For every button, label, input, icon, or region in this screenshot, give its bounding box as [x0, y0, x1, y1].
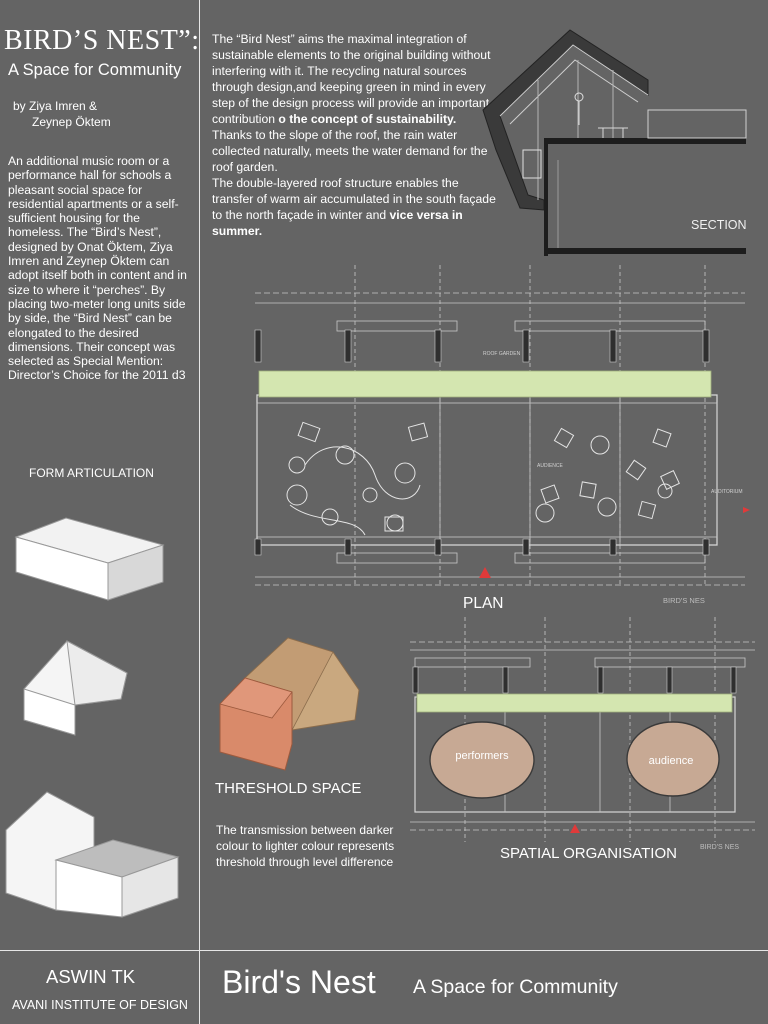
- plan-drawing: ROOF GARDEN AUDIENCE AUDITORIUM BIRD'S N…: [254, 265, 750, 605]
- intro-text: An additional music room or a performanc…: [8, 154, 187, 383]
- form-articulation-diagrams: [5, 517, 180, 918]
- footer-author-name: ASWIN TK: [46, 966, 136, 987]
- description-p3: The double-layered roof structure enable…: [212, 176, 496, 222]
- spatial-garden-strip: [416, 693, 733, 713]
- description-p1: The “Bird Nest” aims the maximal integra…: [212, 32, 491, 126]
- performers-zone: [429, 721, 535, 799]
- roof-garden-strip: [258, 370, 712, 398]
- authors-line-2: Zeynep Öktem: [32, 115, 111, 129]
- poster-subtitle: A Space for Community: [8, 61, 182, 79]
- svg-text:AUDIENCE: AUDIENCE: [537, 463, 564, 469]
- description-p3-bold: vice versa in summer.: [212, 208, 463, 238]
- project-description: The “Bird Nest” aims the maximal integra…: [212, 31, 497, 239]
- svg-text:ROOF GARDEN: ROOF GARDEN: [483, 351, 521, 357]
- section-label: SECTION: [691, 218, 747, 232]
- footer-subtitle: A Space for Community: [413, 976, 618, 998]
- form-articulation-label: FORM ARTICULATION: [29, 466, 154, 480]
- authors: by Ziya Imren & Zeynep Öktem: [13, 98, 111, 130]
- massing-combined: [5, 791, 180, 918]
- footer-divider: [0, 950, 768, 951]
- threshold-label: THRESHOLD SPACE: [215, 780, 362, 797]
- plan-watermark: BIRD'S NES: [663, 596, 705, 605]
- description-p2: Thanks to the slope of the roof, the rai…: [212, 128, 488, 174]
- svg-text:AUDITORIUM: AUDITORIUM: [711, 489, 743, 495]
- footer-title: Bird's Nest: [222, 964, 376, 1000]
- footer-school: AVANI INSTITUTE OF DESIGN: [12, 998, 188, 1012]
- audience-label: audience: [649, 755, 694, 767]
- left-column-divider: [199, 0, 200, 1024]
- threshold-text: The transmission between darker colour t…: [216, 823, 395, 869]
- section-drawing: [482, 29, 747, 256]
- threshold-diagram: [219, 637, 360, 771]
- spatial-organisation-label: SPATIAL ORGANISATION: [500, 845, 677, 862]
- audience-zone: [626, 721, 720, 797]
- performers-label: performers: [455, 750, 509, 762]
- spatial-organisation-drawing: performers audience BIRD'S NES: [410, 617, 755, 851]
- plan-label: PLAN: [463, 595, 504, 612]
- massing-box: [14, 517, 165, 601]
- poster-title: BIRD’S NEST”:: [4, 25, 200, 56]
- massing-pentagon: [23, 640, 128, 736]
- authors-line-1: by Ziya Imren &: [13, 99, 98, 113]
- description-p1-bold: o the concept of sustainability.: [278, 112, 457, 126]
- spatial-watermark: BIRD'S NES: [700, 844, 739, 851]
